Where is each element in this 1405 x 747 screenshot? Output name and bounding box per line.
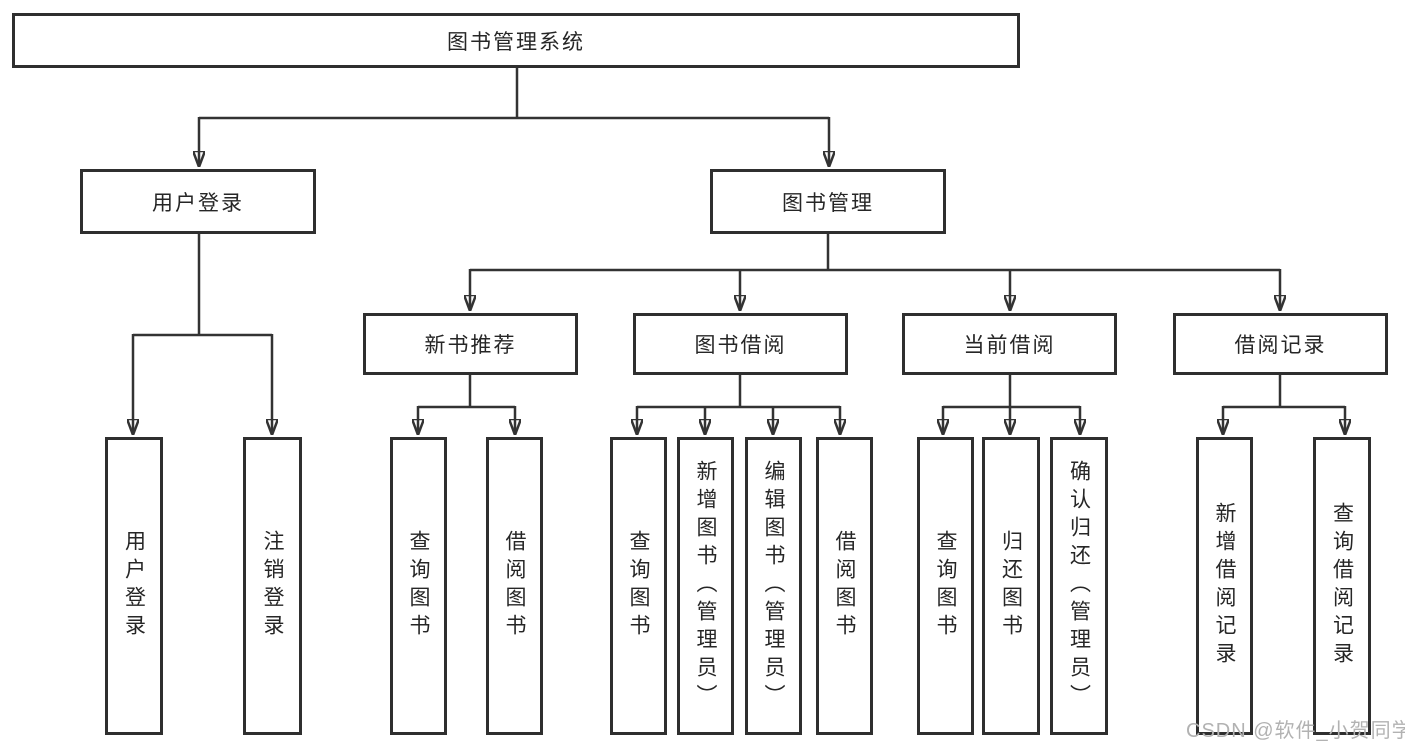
node-user-login-label: 用户登录 (152, 191, 244, 215)
leaf-current-query-books: 查询图书 (917, 437, 974, 735)
node-borrow-records-label: 借阅记录 (1234, 334, 1327, 357)
leaf-recommend-query-books: 查询图书 (390, 437, 447, 735)
leaf-borrow-query-books: 查询图书 (610, 437, 667, 735)
node-book-management-label: 图书管理 (782, 191, 874, 215)
node-root-label: 图书管理系统 (447, 30, 585, 54)
node-user-login: 用户登录 (80, 169, 316, 234)
csdn-watermark: CSDN @软件_小贺同学 (1186, 720, 1405, 742)
node-root: 图书管理系统 (12, 13, 1020, 68)
leaf-current-return-books: 归还图书 (982, 437, 1040, 735)
node-current-borrow: 当前借阅 (902, 313, 1117, 375)
leaf-borrow-borrow-books-label: 借阅图书 (833, 530, 856, 642)
leaf-borrow-edit-books-admin: 编辑图书（管理员） (745, 437, 802, 735)
node-current-borrow-label: 当前借阅 (963, 334, 1056, 357)
leaf-records-add-record: 新增借阅记录 (1196, 437, 1253, 735)
leaf-borrow-borrow-books: 借阅图书 (816, 437, 873, 735)
leaf-borrow-query-books-label: 查询图书 (627, 530, 650, 642)
node-book-borrow: 图书借阅 (633, 313, 848, 375)
leaf-borrow-add-books-admin-label: 新增图书（管理员） (694, 460, 717, 712)
node-book-management: 图书管理 (710, 169, 946, 234)
leaf-records-query-record: 查询借阅记录 (1313, 437, 1371, 735)
leaf-logout: 注销登录 (243, 437, 302, 735)
leaf-recommend-borrow-books-label: 借阅图书 (503, 530, 526, 642)
leaf-current-return-books-label: 归还图书 (999, 530, 1023, 642)
leaf-logout-label: 注销登录 (261, 530, 284, 642)
leaf-records-query-record-label: 查询借阅记录 (1330, 502, 1354, 670)
leaf-current-query-books-label: 查询图书 (934, 530, 957, 642)
node-borrow-records: 借阅记录 (1173, 313, 1388, 375)
node-new-book-recommend: 新书推荐 (363, 313, 578, 375)
node-new-book-recommend-label: 新书推荐 (424, 334, 517, 357)
leaf-current-confirm-return-admin: 确认归还（管理员） (1050, 437, 1108, 735)
node-book-borrow-label: 图书借阅 (694, 334, 787, 357)
leaf-borrow-edit-books-admin-label: 编辑图书（管理员） (762, 460, 785, 712)
leaf-user-login: 用户登录 (105, 437, 163, 735)
leaf-current-confirm-return-admin-label: 确认归还（管理员） (1067, 460, 1091, 712)
leaf-recommend-query-books-label: 查询图书 (407, 530, 430, 642)
leaf-borrow-add-books-admin: 新增图书（管理员） (677, 437, 734, 735)
leaf-records-add-record-label: 新增借阅记录 (1213, 502, 1236, 670)
leaf-user-login-label: 用户登录 (122, 530, 146, 642)
leaf-recommend-borrow-books: 借阅图书 (486, 437, 543, 735)
